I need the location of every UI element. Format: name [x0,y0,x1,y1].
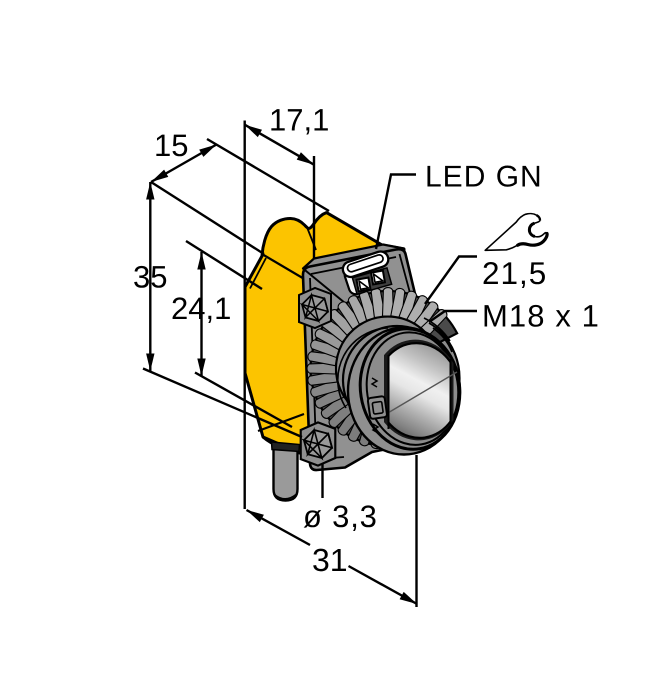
svg-text:31: 31 [312,542,348,578]
svg-text:17,1: 17,1 [269,103,329,138]
svg-text:24,1: 24,1 [171,291,231,326]
svg-text:LED GN: LED GN [425,161,543,194]
svg-text:M18 x 1: M18 x 1 [482,299,600,334]
svg-text:21,5: 21,5 [482,255,547,291]
svg-text:35: 35 [133,260,167,295]
svg-text:15: 15 [154,128,188,163]
svg-text:ø 3,3: ø 3,3 [303,499,378,534]
